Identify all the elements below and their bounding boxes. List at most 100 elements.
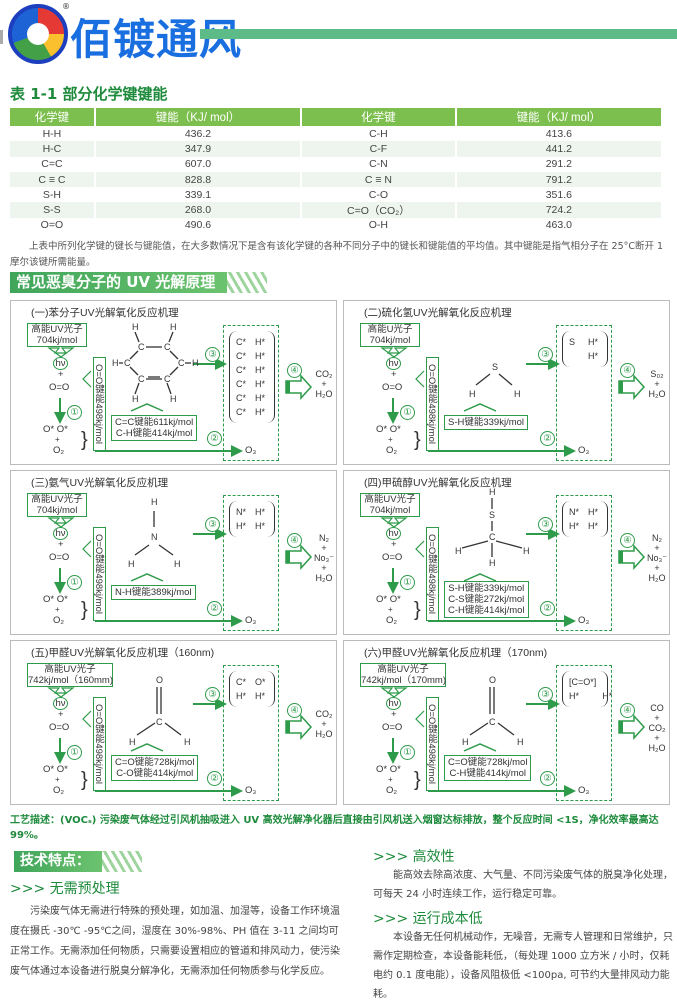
product-label: H₂O [315,389,333,399]
table-cell: 339.1 [94,187,303,203]
product-label: + [654,543,660,553]
bond-line [134,382,140,395]
step-3-icon: ③ [205,517,220,532]
bond-line [169,366,179,376]
arrow-mark [82,370,92,388]
step-2-icon: ② [540,601,555,616]
bond-line [164,722,182,736]
oo-bond-energy-box: O=O键能498kj/mol [426,357,439,451]
o3-label: O₃ [578,615,590,626]
product-label: No₃⁻ [314,553,334,563]
atom-label: C [138,374,145,384]
products-list: N₂+No₃⁻+H₂O [644,533,670,583]
atom-label: C [164,342,171,352]
oo-bond-energy-box: O=O键能498kj/mol [93,697,106,791]
oo-bond-energy-box: O=O键能498kj/mol [426,527,439,621]
table-cell: H-H [10,126,96,142]
arrow-mark [463,573,497,582]
bond-energy-line: S-H键能339kj/mol [448,417,525,428]
radical-label: H* [588,337,599,347]
atom-label: H [523,546,530,556]
bond-line [129,366,139,376]
brand-name: 佰镀通风 [70,15,243,64]
intermediate-box [223,665,279,801]
step-4-icon: ④ [620,533,635,548]
product-label: H₂O [648,573,666,583]
step-2-icon: ② [207,771,222,786]
step-1-icon: ① [67,745,82,760]
o2-label: O₂ [386,615,398,626]
hv-icon: hν [386,527,401,540]
plus-sign: + [391,709,397,720]
bond-energy-line: C-S键能272kj/mol [448,594,525,605]
oxygen-radicals: O* O* [376,594,401,605]
products-list: N₂+No₃⁻+H₂O [311,533,337,583]
table-cell: 607.0 [94,156,303,172]
oo-bond-energy-box: O=O键能498kj/mol [93,357,106,451]
feature-text: 能高效去除高浓度、大气量、不同污染废气体的脱臭净化处理，可每天 24 小时连续工… [373,870,673,900]
product-label: CO₂ [315,709,333,719]
product-label: + [321,379,327,389]
bond-line [169,350,179,360]
registered-mark: ® [62,2,70,11]
photon-energy: 704kj/mol [369,505,411,516]
table-cell: C=O（CO₂） [301,202,457,218]
bond-line [136,722,156,736]
atom-label: S [489,510,496,520]
radical-label: H* [569,521,580,531]
bond-line [497,722,515,736]
arrow-mark [47,347,75,358]
oxygen-molecule: O=O [382,552,403,563]
bond-energy-line: C-O键能414kj/mol [116,768,194,779]
oxygen-radicals: O* O* [376,424,401,435]
atom-label: H [112,358,119,368]
photon-energy: 704kj/mol [36,335,78,346]
arrow-mark [82,540,92,558]
atom-label: C [489,717,496,727]
step-2-icon: ② [540,771,555,786]
feature-text: 污染废气体无需进行特殊的预处理，如加温、加湿等，设备工作环境温度在摄氏 -30℃… [10,906,340,977]
step-3-icon: ③ [205,347,220,362]
banner-stripes [102,851,142,872]
bond-line [158,544,174,556]
radical-bracket: N*H*H*H* [229,501,275,537]
col-header: 化学键 [301,108,457,126]
radical-label: H* [236,691,247,701]
reaction-arrows [47,517,313,627]
bond-line [134,544,150,556]
oxygen-molecule: O=O [49,552,70,563]
logo-center [27,23,49,45]
section-title: 常见恶臭分子的 UV 光解原理 [16,273,216,291]
radical-label: C* [236,393,247,403]
radical-label: H* [588,351,599,361]
oxygen-radicals: O* O* [43,424,68,435]
plus-sign: + [55,605,60,614]
arrow-mark [130,403,164,412]
arrow-mark [47,517,75,528]
hv-icon: hν [53,697,68,710]
table-cell: 828.8 [94,171,303,188]
atom-label: H [455,546,462,556]
product-label: S₀₂ [650,369,664,379]
step-2-icon: ② [207,431,222,446]
table-cell: S-S [10,202,96,218]
radical-label: H* [255,393,266,403]
features-title: 技术特点： [20,853,90,869]
radical-label: H* [236,521,247,531]
atom-label: C [138,342,145,352]
bond-line [166,382,172,395]
radical-label: S [569,337,576,347]
o2-label: O₂ [386,445,398,456]
section-banner: 常见恶臭分子的 UV 光解原理 [10,272,268,293]
photon-label: 高能UV光子 [31,324,83,335]
radical-label: H* [602,691,613,701]
oxygen-radicals: O* O* [43,594,68,605]
panel-title: (二)硫化氢UV光解氧化反应机理 [364,307,512,319]
step-3-icon: ③ [205,687,220,702]
